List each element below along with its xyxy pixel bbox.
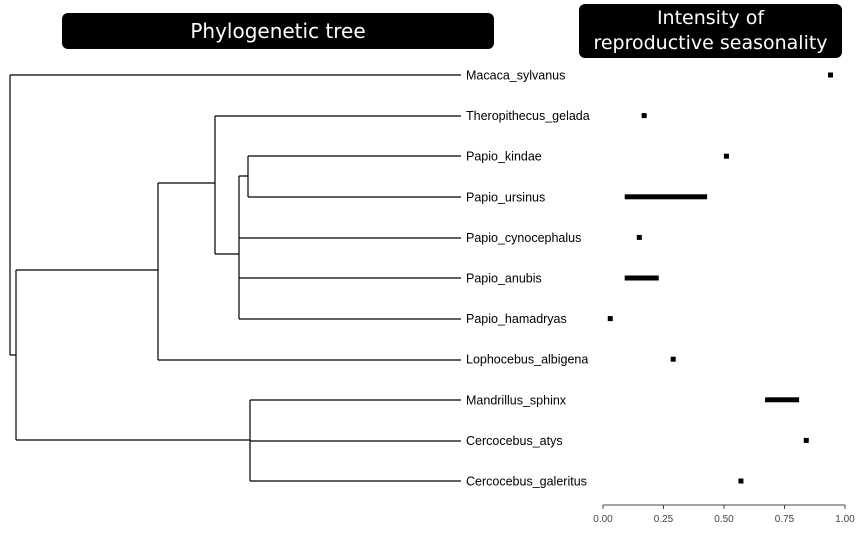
seasonality-mark xyxy=(827,72,833,78)
tree-branch xyxy=(157,182,461,361)
phylogenetic-tree xyxy=(9,74,461,482)
tip-label: Papio_kindae xyxy=(466,150,542,164)
tip-label: Macaca_sylvanus xyxy=(466,69,565,83)
seasonality-mark xyxy=(624,194,708,200)
tip-label: Cercocebus_galeritus xyxy=(466,475,587,489)
seasonality-title-line-1: Intensity of xyxy=(656,7,765,29)
tree-title-text: Phylogenetic tree xyxy=(190,19,366,43)
tree-branch xyxy=(247,155,461,198)
tree-branch xyxy=(238,175,461,320)
tip-label: Papio_ursinus xyxy=(466,190,545,204)
x-tick-label: 0.75 xyxy=(775,514,795,525)
seasonality-mark xyxy=(803,437,809,443)
tip-label: Cercocebus_atys xyxy=(466,434,563,448)
tip-label: Theropithecus_gelada xyxy=(466,109,590,123)
seasonality-mark xyxy=(765,397,800,403)
seasonality-mark xyxy=(723,153,729,159)
tip-label: Papio_anubis xyxy=(466,272,542,286)
x-tick-label: 0.25 xyxy=(654,514,674,525)
seasonality-title-line-2: reproductive seasonality xyxy=(593,32,828,54)
tip-label: Lophocebus_albigena xyxy=(466,353,588,367)
tree-branch xyxy=(9,74,461,356)
tip-labels: Macaca_sylvanusTheropithecus_geladaPapio… xyxy=(466,69,590,489)
seasonality-title: Intensity of reproductive seasonality xyxy=(579,4,842,58)
tree-branch xyxy=(15,269,250,441)
x-tick-label: 0.50 xyxy=(714,514,734,525)
x-tick-label: 1.00 xyxy=(835,514,855,525)
tree-branch xyxy=(214,115,461,255)
seasonality-mark xyxy=(607,316,613,322)
seasonality-mark xyxy=(738,478,744,484)
tree-title: Phylogenetic tree xyxy=(62,13,494,49)
tree-branch xyxy=(249,399,461,482)
seasonality-mark xyxy=(670,356,676,362)
tip-label: Mandrillus_sphinx xyxy=(466,393,567,407)
seasonality-mark xyxy=(624,275,659,281)
seasonality-marks xyxy=(607,72,833,484)
x-axis-ticks: 0.00 0.25 0.50 0.75 1.00 xyxy=(593,505,855,525)
seasonality-mark xyxy=(636,234,642,240)
tip-label: Papio_cynocephalus xyxy=(466,231,581,245)
x-axis: 0.00 0.25 0.50 0.75 1.00 xyxy=(593,504,855,525)
tip-label: Papio_hamadryas xyxy=(466,312,567,326)
seasonality-mark xyxy=(641,113,647,119)
x-tick-label: 0.00 xyxy=(593,514,613,525)
